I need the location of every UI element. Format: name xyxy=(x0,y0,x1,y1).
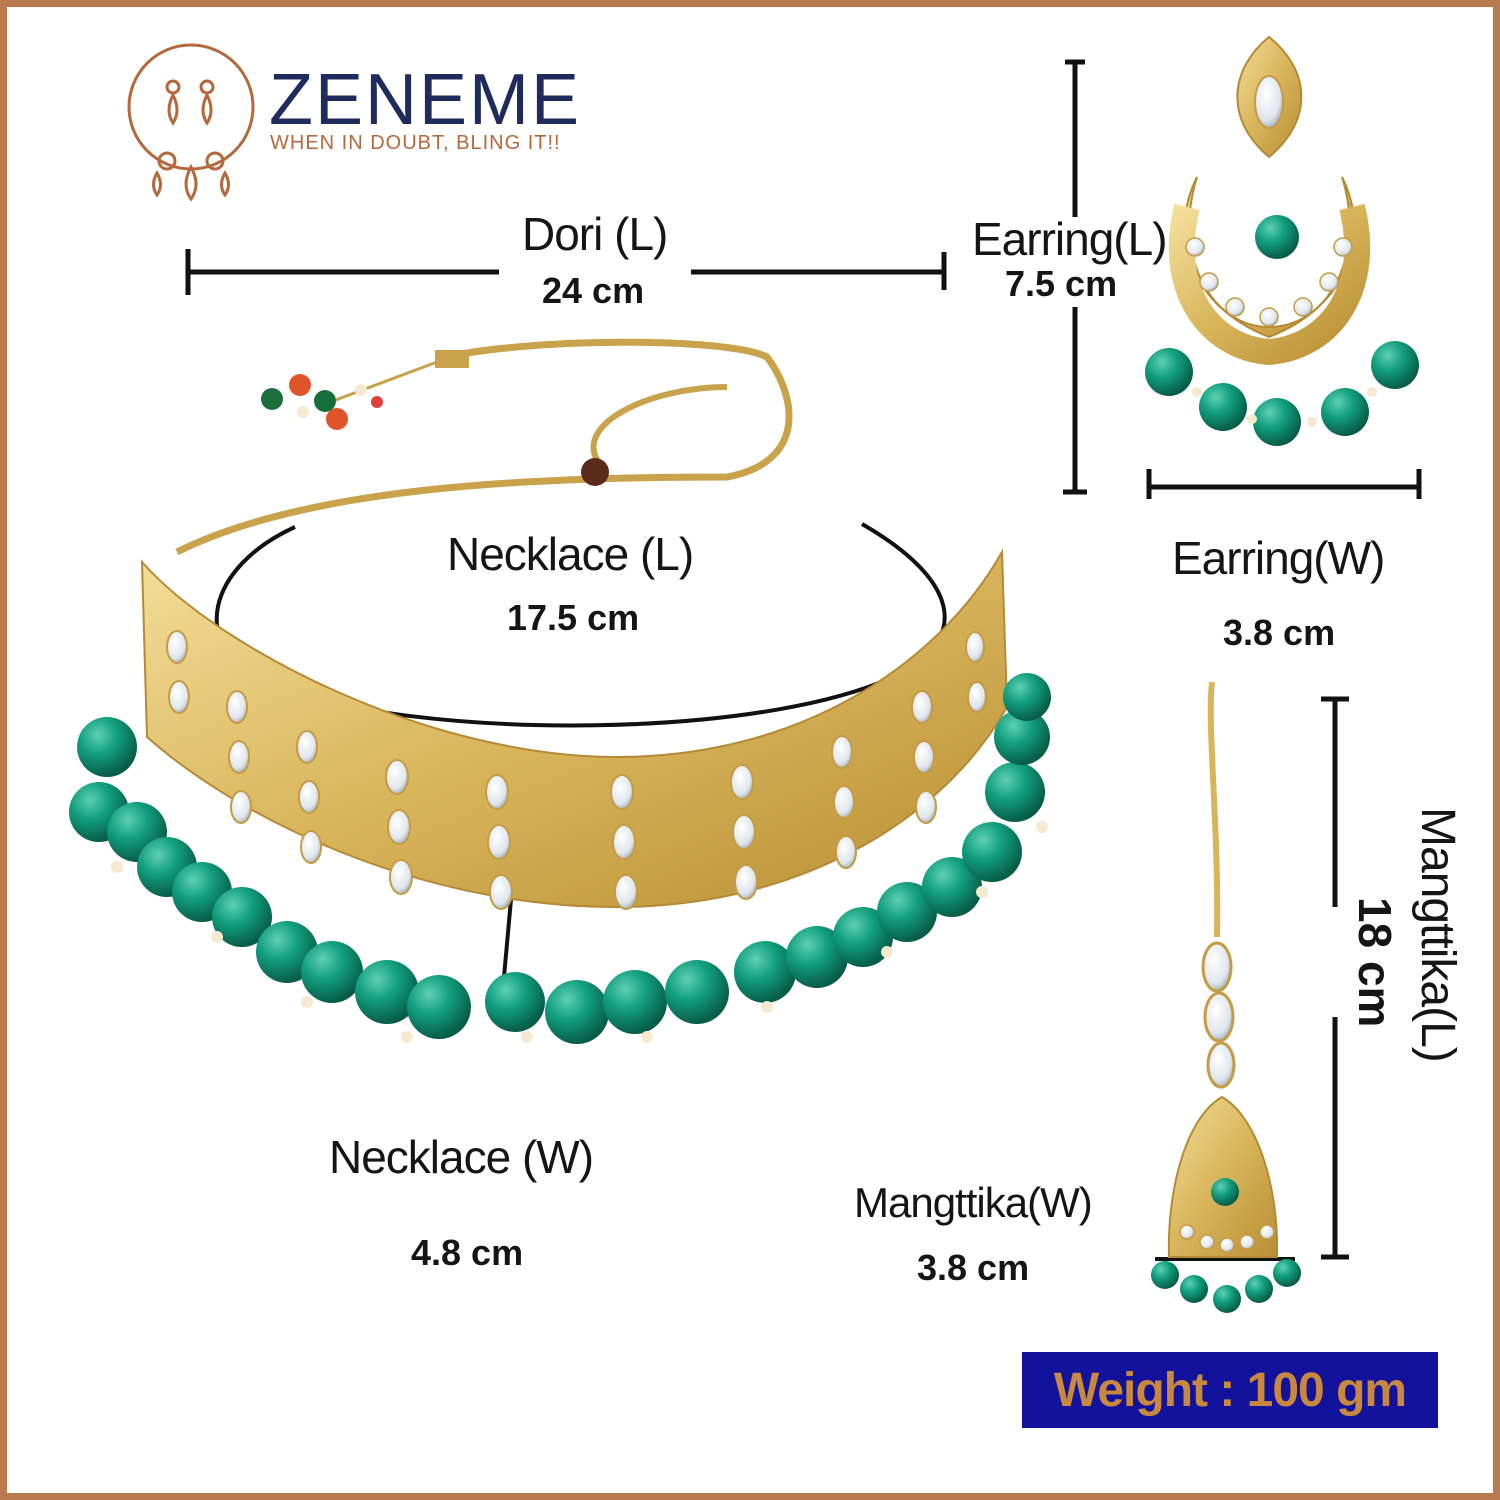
weight-badge: Weight : 100 gm xyxy=(1022,1352,1438,1428)
earring-width-label: Earring(W) xyxy=(1172,532,1385,584)
earring xyxy=(1145,35,1419,446)
earring-length-label: Earring(L) xyxy=(972,213,1168,265)
mangtika-length-value: 18 cm xyxy=(1349,897,1401,1028)
earrings-logo-icon xyxy=(127,43,255,202)
necklace xyxy=(69,548,1051,1044)
mangtika xyxy=(1151,681,1301,1313)
necklace-length-value: 17.5 cm xyxy=(507,597,640,638)
dori-length-label: Dori (L) xyxy=(522,208,668,260)
jewellery-illustration xyxy=(69,35,1422,1313)
mangtika-width-label: Mangttika(W) xyxy=(854,1179,1093,1226)
earring-length-value: 7.5 cm xyxy=(1005,263,1118,304)
necklace-length-label: Necklace (L) xyxy=(447,528,694,580)
weight-text: Weight : 100 gm xyxy=(1053,1363,1407,1417)
dori-length-value: 24 cm xyxy=(542,270,645,311)
necklace-width-label: Necklace (W) xyxy=(329,1131,594,1183)
brand-tagline: WHEN IN DOUBT, BLING IT!! xyxy=(270,132,561,154)
dori-cord xyxy=(175,338,793,556)
brand-name: ZENEME xyxy=(269,60,582,140)
mangtika-length-label: Mangttika(L) xyxy=(1411,807,1464,1062)
measurement-lines xyxy=(185,59,1422,1261)
mangtika-width-value: 3.8 cm xyxy=(917,1247,1030,1288)
earring-width-value: 3.8 cm xyxy=(1223,612,1336,653)
necklace-width-value: 4.8 cm xyxy=(411,1232,524,1273)
